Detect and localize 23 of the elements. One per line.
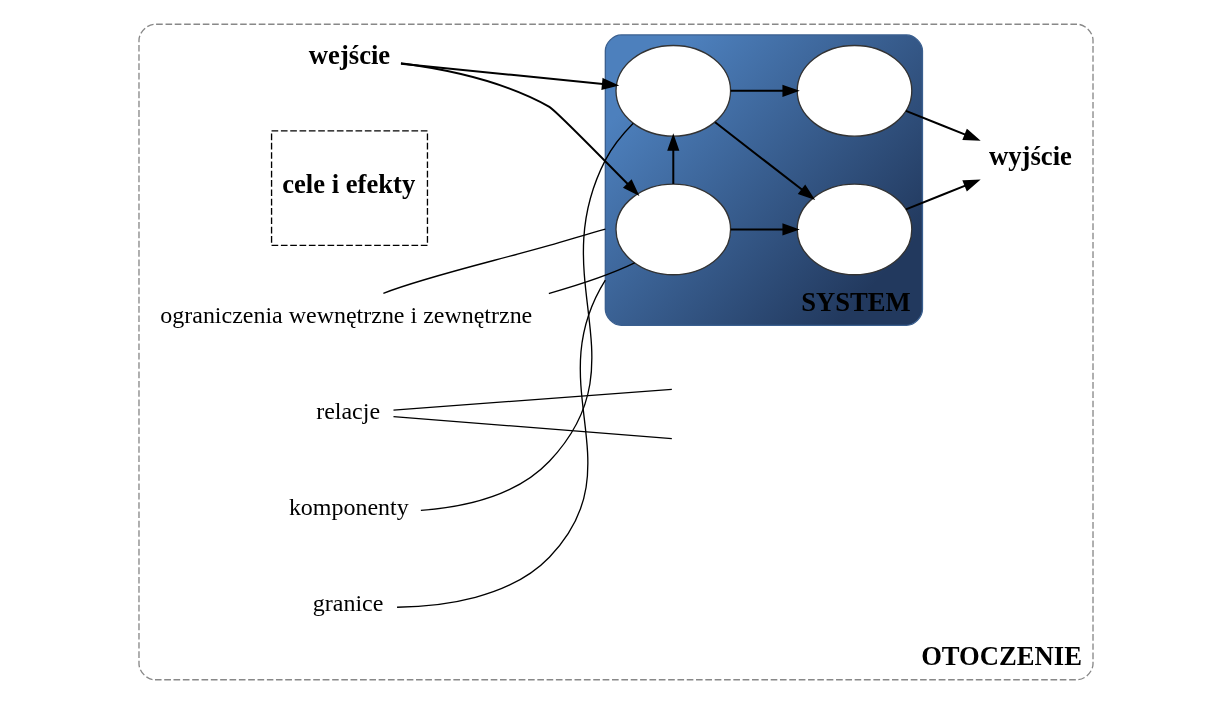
node-circle <box>796 44 913 137</box>
node-text: granice <box>312 590 384 617</box>
connector <box>392 388 673 411</box>
connector <box>396 279 606 608</box>
connector <box>420 122 634 512</box>
connector <box>382 228 606 295</box>
node-text: komponenty <box>288 494 409 521</box>
node-circle <box>615 44 732 137</box>
connector <box>548 262 636 295</box>
node-box: cele i efekty <box>270 130 429 247</box>
node-text: relacje <box>316 398 381 425</box>
node-text: ograniczenia wewnętrzne i zewnętrzne <box>160 302 533 329</box>
arrow <box>729 84 800 97</box>
node-text: wejście <box>308 40 391 71</box>
arrow <box>667 133 680 185</box>
arrow <box>729 223 800 236</box>
arrow <box>714 121 816 200</box>
arrow <box>400 62 620 90</box>
arrow <box>399 62 640 196</box>
node-text: wyjście <box>989 141 1072 172</box>
cluster: SYSTEM <box>604 34 924 326</box>
connector <box>392 416 673 440</box>
node-circle <box>615 183 732 276</box>
